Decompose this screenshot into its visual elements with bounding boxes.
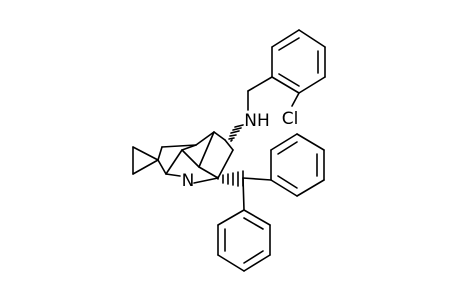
upper-phenyl-ring (270, 133, 325, 197)
atom-label-n: N (182, 171, 195, 191)
benzhydryl-center (242, 177, 272, 211)
hashed-bond-nh (228, 124, 244, 142)
lower-phenyl-ring (217, 209, 271, 272)
atom-label-cl: Cl (282, 109, 299, 129)
benzyl-linker (247, 76, 300, 111)
chlorophenyl-ring (271, 29, 326, 94)
atom-label-nh: NH (244, 111, 270, 131)
hashed-bond-benzhydryl (217, 170, 244, 187)
azabicyclic-cage (157, 131, 234, 184)
spiro-cyclopropane (132, 146, 167, 175)
